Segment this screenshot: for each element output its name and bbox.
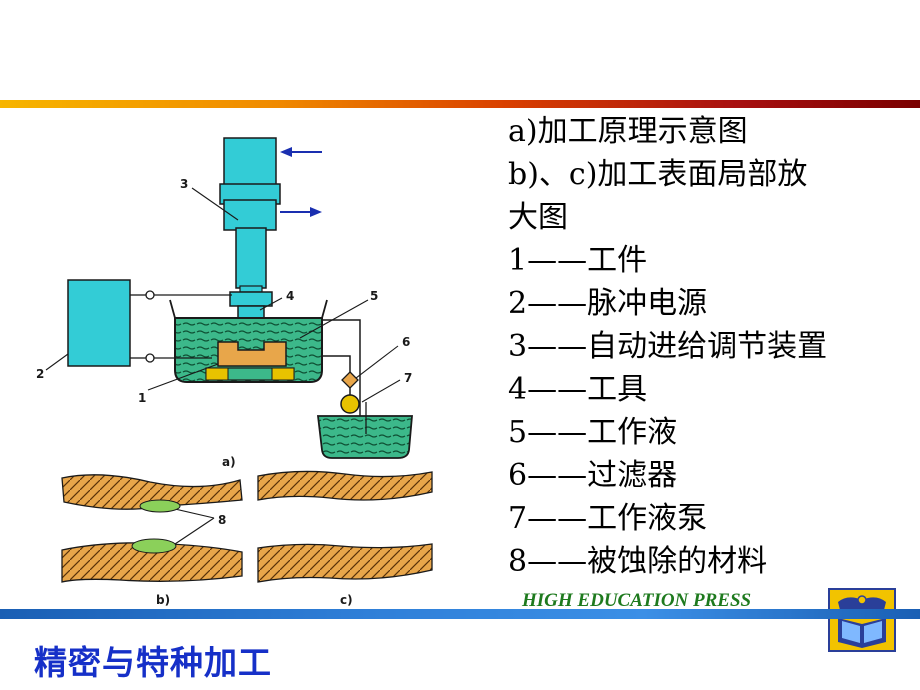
- label-c: c): [340, 593, 353, 607]
- label-1: 1: [138, 391, 146, 405]
- top-divider: [0, 100, 920, 108]
- edm-principle-diagram: 3 4 5 1 2 6 7 8 a) b) c): [36, 137, 433, 607]
- legend-line: 3——自动进给调节装置: [508, 329, 828, 364]
- label-b: b): [156, 593, 170, 607]
- label-3: 3: [180, 177, 188, 191]
- legend-line: 6——过滤器: [508, 458, 678, 493]
- course-title: 精密与特种加工: [34, 643, 272, 682]
- legend: a)加工原理示意图 b)、c)加工表面局部放 大图 1——工件 2——脉冲电源 …: [508, 110, 918, 583]
- legend-line: 8——被蚀除的材料: [508, 544, 768, 579]
- legend-line: 2——脉冲电源: [508, 286, 708, 321]
- label-a: a): [222, 455, 236, 469]
- legend-line: b)、c)加工表面局部放: [508, 157, 808, 192]
- pulse-power-supply: [67, 279, 232, 367]
- bottom-divider: [0, 609, 920, 619]
- label-2: 2: [36, 367, 44, 381]
- flow-arrow-in: [280, 147, 322, 157]
- circulation-system: [316, 319, 413, 459]
- legend-line: 1——工件: [508, 243, 648, 278]
- publisher-logo-icon: [828, 588, 896, 652]
- label-8: 8: [218, 513, 226, 527]
- detail-c-surfaces: [257, 470, 433, 583]
- label-7: 7: [404, 371, 412, 385]
- legend-line: 大图: [508, 200, 568, 235]
- legend-line: 4——工具: [508, 372, 648, 407]
- label-4: 4: [286, 289, 294, 303]
- legend-line: a)加工原理示意图: [508, 114, 748, 149]
- label-5: 5: [370, 289, 378, 303]
- detail-b-surfaces: [61, 474, 243, 583]
- publisher-name: HIGH EDUCATION PRESS: [522, 590, 752, 611]
- legend-line: 5——工作液: [508, 415, 678, 450]
- feed-device: [219, 137, 281, 293]
- flow-arrow-out: [280, 207, 322, 217]
- workpiece: [205, 341, 295, 381]
- label-6: 6: [402, 335, 410, 349]
- legend-line: 7——工作液泵: [508, 501, 708, 536]
